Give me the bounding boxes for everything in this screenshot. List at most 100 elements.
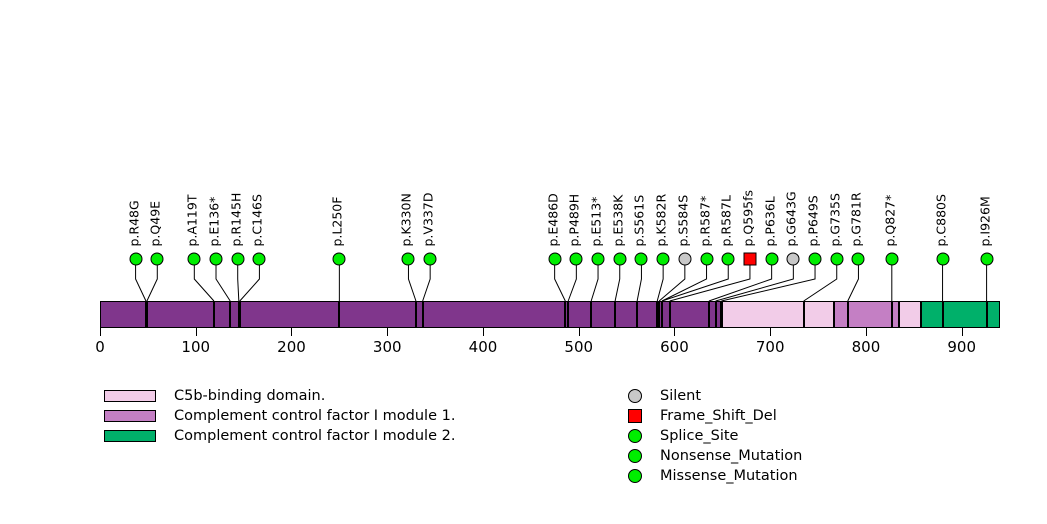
mutation-label: p.G781R [848, 192, 864, 247]
axis-tick-label: 0 [95, 338, 105, 356]
axis-tick-label: 900 [947, 338, 977, 356]
domain-legend-item: Complement control factor I module 2. [104, 426, 455, 446]
mutation-marker[interactable] [548, 252, 562, 266]
domain-legend-label: C5b-binding domain. [174, 388, 326, 404]
mutation-marker[interactable] [231, 252, 245, 266]
mutation-legend-label: Frame_Shift_Del [660, 408, 777, 424]
axis-tick [578, 328, 580, 336]
mutation-legend-swatch [628, 449, 642, 463]
mutation-marker[interactable] [700, 252, 714, 266]
mutation-marker[interactable] [187, 252, 201, 266]
lollipop-stem [661, 265, 729, 302]
mutation-label: p.I926M [977, 196, 993, 247]
lollipop-stem [422, 265, 431, 302]
axis-tick [770, 328, 772, 336]
mutation-marker[interactable] [209, 252, 223, 266]
mutation-site-tick [229, 301, 232, 328]
lollipop-stem [669, 265, 751, 302]
axis-tick [482, 328, 484, 336]
mutation-marker[interactable] [423, 252, 437, 266]
protein-domain [899, 301, 922, 328]
lollipop-stem [407, 265, 417, 302]
mutation-label: p.S561S [631, 194, 647, 247]
mutation-site-tick [985, 301, 988, 328]
mutation-legend-item: Silent [628, 386, 802, 406]
mutation-marker[interactable] [830, 252, 844, 266]
mutation-site-tick [145, 301, 148, 328]
mutation-marker[interactable] [885, 252, 899, 266]
mutation-marker[interactable] [980, 252, 994, 266]
axis-tick [961, 328, 963, 336]
mutation-site-tick [564, 301, 567, 328]
lollipop-stem [590, 265, 599, 302]
mutation-label: p.C146S [249, 194, 265, 247]
lollipop-stem [146, 265, 158, 302]
lollipop-stem [661, 265, 708, 302]
mutation-label: p.R587* [697, 195, 713, 247]
mutation-marker[interactable] [808, 252, 822, 266]
lollipop-stem [239, 265, 260, 302]
domain-legend-label: Complement control factor I module 2. [174, 428, 456, 444]
mutation-marker[interactable] [786, 252, 800, 266]
lollipop-stem [656, 265, 664, 302]
domain-legend-swatch [104, 430, 156, 442]
mutation-marker[interactable] [743, 252, 757, 266]
mutation-marker[interactable] [613, 252, 627, 266]
axis-tick-label: 100 [181, 338, 211, 356]
axis-tick [865, 328, 867, 336]
mutation-marker[interactable] [936, 252, 950, 266]
axis-tick-label: 500 [564, 338, 594, 356]
mutation-marker[interactable] [721, 252, 735, 266]
mutation-marker[interactable] [765, 252, 779, 266]
axis-tick [387, 328, 389, 336]
mutation-legend-label: Missense_Mutation [660, 468, 798, 484]
axis-tick [100, 328, 101, 336]
mutation-legend-label: Splice_Site [660, 428, 739, 444]
mutation-label: p.E513* [588, 196, 604, 247]
mutation-marker[interactable] [332, 252, 346, 266]
mutation-label: p.Q595fs [740, 189, 756, 247]
mutation-site-tick [802, 301, 805, 328]
mutation-marker[interactable] [851, 252, 865, 266]
domain-legend-item: Complement control factor I module 1. [104, 406, 455, 426]
mutation-label: p.K330N [398, 193, 414, 247]
mutation-site-tick [890, 301, 893, 328]
mutation-site-tick [212, 301, 215, 328]
mutation-label: p.E136* [206, 196, 222, 247]
mutation-marker[interactable] [678, 252, 692, 266]
mutation-site-tick [656, 301, 659, 328]
axis-tick [195, 328, 197, 336]
mutation-legend-item: Missense_Mutation [628, 466, 802, 486]
mutation-marker[interactable] [634, 252, 648, 266]
mutation-label: p.P649S [805, 195, 821, 247]
domain-legend: C5b-binding domain. Complement control fa… [104, 386, 455, 446]
mutation-label: p.L250F [329, 196, 345, 247]
mutation-label: p.S584S [675, 194, 691, 247]
lollipop-stem [237, 265, 240, 302]
mutation-site-tick [668, 301, 671, 328]
mutation-legend-swatch [628, 469, 642, 483]
mutation-marker[interactable] [591, 252, 605, 266]
axis-tick-label: 700 [755, 338, 785, 356]
mutation-site-tick [661, 301, 664, 328]
mutation-marker[interactable] [401, 252, 415, 266]
axis-tick [674, 328, 676, 336]
lollipop-stem [636, 265, 642, 302]
mutation-marker[interactable] [656, 252, 670, 266]
domain-legend-item: C5b-binding domain. [104, 386, 455, 406]
lollipop-stem [708, 265, 773, 302]
mutation-marker[interactable] [150, 252, 164, 266]
mutation-marker[interactable] [569, 252, 583, 266]
mutation-site-tick [658, 301, 661, 328]
mutation-marker[interactable] [129, 252, 143, 266]
mutation-label: p.K582R [653, 193, 669, 247]
mutation-marker[interactable] [252, 252, 266, 266]
mutation-site-tick [414, 301, 417, 328]
lollipop-stem [215, 265, 231, 302]
mutation-label: p.Q827* [882, 194, 898, 247]
mutation-site-tick [846, 301, 849, 328]
mutation-legend-label: Nonsense_Mutation [660, 448, 803, 464]
mutation-site-tick [567, 301, 570, 328]
